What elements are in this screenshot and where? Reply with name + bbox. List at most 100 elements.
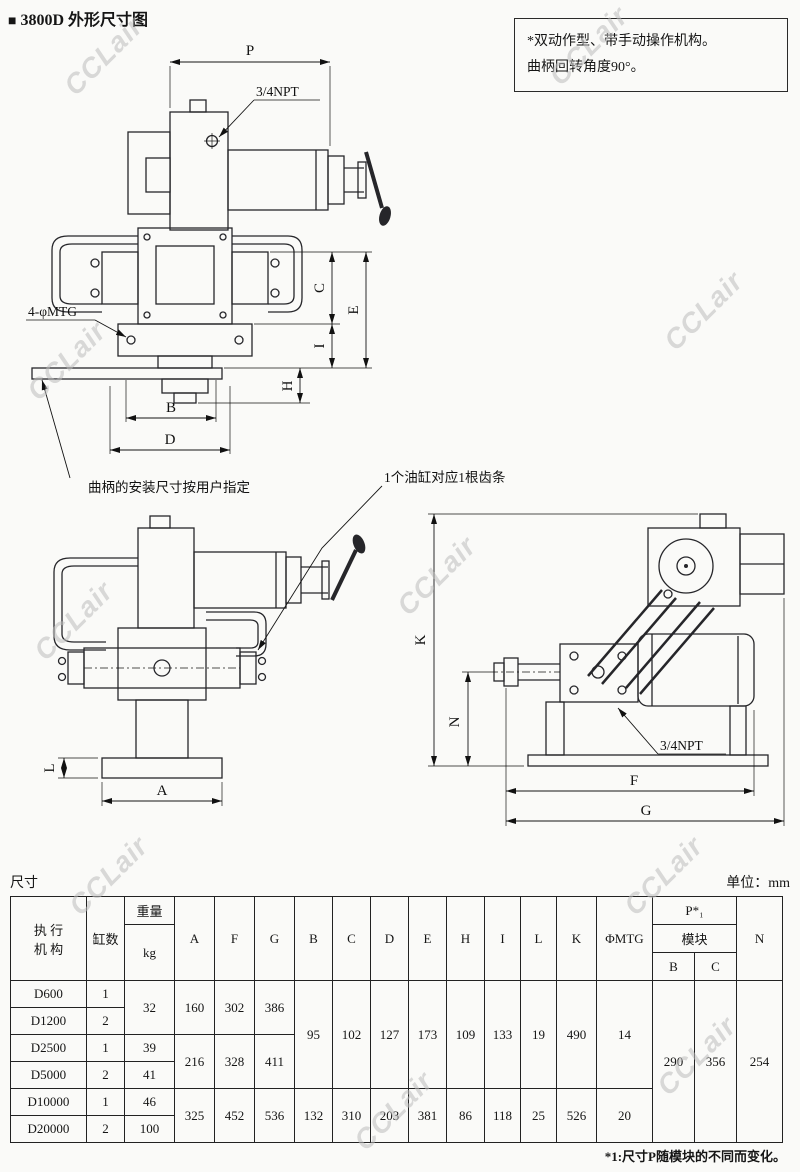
cyl-cell: 1: [86, 980, 125, 1008]
value-cell: 216: [174, 1034, 215, 1089]
unit-label: 单位：mm: [726, 876, 790, 891]
front-view-top-dimensions: P 3/4NPT C I E H B D 4-φMTG 曲柄的安装尺寸按用户指定: [26, 43, 372, 495]
model-cell: D10000: [10, 1088, 87, 1116]
dimension-table-zone: 尺寸 单位：mm 执 行 机 构 缸数 重量 A F G B C: [10, 872, 790, 1165]
cyl-cell: 2: [86, 1061, 125, 1089]
cyl-cell: 2: [86, 1007, 125, 1035]
dim-label-a: A: [157, 783, 168, 799]
table-footnote: *1:尺寸P随模块的不同而变化。: [604, 1149, 786, 1164]
header-actuator: 执 行 机 构: [10, 896, 87, 981]
cyl-cell: 1: [86, 1034, 125, 1062]
value-cell: 302: [214, 980, 255, 1035]
lever-grip: [352, 534, 366, 554]
header-k: K: [556, 896, 597, 981]
dim-label-n: N: [447, 716, 463, 727]
value-cell: 356: [693, 980, 738, 1143]
technical-drawing: P 3/4NPT C I E H B D 4-φMTG 曲柄的安装尺寸按用户指定: [26, 43, 785, 826]
value-cell: 118: [484, 1088, 521, 1143]
mtg-label: 4-φMTG: [28, 304, 77, 319]
header-c: C: [332, 896, 371, 981]
value-cell: 133: [484, 980, 521, 1089]
side-view: [490, 513, 785, 767]
weight-cell: 32: [124, 980, 175, 1035]
mounting-base: [527, 754, 769, 767]
dimension-table: 执 行 机 构 缸数 重量 A F G B C D E H I L K ΦMTG…: [10, 896, 784, 1143]
page-title: ■3800D 外形尺寸图: [8, 6, 148, 30]
header-mtg: ΦMTG: [596, 896, 653, 981]
value-cell: 536: [254, 1088, 295, 1143]
value-cell: 381: [408, 1088, 447, 1143]
value-cell: 86: [446, 1088, 485, 1143]
value-cell: 411: [254, 1034, 295, 1089]
weight-cell: 39: [124, 1034, 175, 1062]
value-cell: 328: [214, 1034, 255, 1089]
base-plate: [101, 757, 223, 779]
dim-label-f: F: [630, 773, 638, 789]
weight-cell: 41: [124, 1061, 175, 1089]
header-row-2: kg 模块: [11, 924, 783, 981]
header-row-1: 执 行 机 构 缸数 重量 A F G B C D E H I L K ΦMTG…: [10, 896, 784, 981]
value-cell: 173: [408, 980, 447, 1089]
header-d: D: [370, 896, 409, 981]
value-cell: 325: [174, 1088, 215, 1143]
value-cell: 203: [370, 1088, 409, 1143]
value-cell: 132: [294, 1088, 333, 1143]
hand-lever: [364, 151, 384, 209]
title-bullet-icon: ■: [8, 14, 17, 29]
header-i: I: [484, 896, 521, 981]
cyl-cell: 1: [86, 1088, 125, 1116]
model-cell: D5000: [10, 1061, 87, 1089]
npt-label-front: 3/4NPT: [256, 84, 300, 99]
front-view-bottom-dimensions: L A 1个油缸对应1根齿条: [42, 469, 506, 806]
value-cell: 290: [652, 980, 695, 1143]
header-p-b: B: [652, 952, 695, 981]
hand-lever: [330, 549, 358, 601]
value-cell: 160: [174, 980, 215, 1035]
dim-label-i: I: [312, 344, 328, 349]
note-box: *双动作型、带手动操作机构。 曲柄回转角度90°。: [514, 18, 788, 92]
header-l: L: [520, 896, 557, 981]
table-row: D10000 1 46 325 452 536 132 310 203 381 …: [10, 1088, 783, 1143]
value-cell: 109: [446, 980, 485, 1089]
table-row: D5000 2 41: [10, 1061, 783, 1089]
mtg-bolt-hole: [126, 335, 136, 345]
header-b: B: [294, 896, 333, 981]
side-view-dimensions: K N 3/4NPT F G: [413, 513, 785, 826]
dim-label-g: G: [641, 803, 652, 819]
pinion-gear: [658, 538, 714, 594]
front-view-bottom: [53, 515, 366, 779]
header-a: A: [174, 896, 215, 981]
header-p-c: C: [693, 952, 738, 981]
table-row: D1200 2: [10, 1007, 783, 1035]
value-cell: 20: [596, 1088, 653, 1143]
dim-label-d: D: [165, 432, 176, 448]
value-cell: 127: [370, 980, 409, 1089]
header-p: P*₁: [651, 896, 738, 925]
header-n: N: [736, 896, 784, 981]
value-cell: 452: [214, 1088, 255, 1143]
crank-plate: [31, 367, 223, 380]
weight-cell: 100: [124, 1115, 175, 1143]
header-cylinders: 缸数: [86, 896, 125, 981]
size-label: 尺寸: [10, 876, 38, 891]
header-g: G: [254, 896, 295, 981]
dim-label-k: K: [413, 634, 429, 645]
value-cell: 490: [556, 980, 597, 1089]
value-cell: 102: [332, 980, 371, 1089]
header-module: 模块: [651, 924, 738, 953]
model-cell: D20000: [10, 1115, 87, 1143]
npt-label-side: 3/4NPT: [660, 738, 704, 753]
rack-note: 1个油缸对应1根齿条: [384, 469, 506, 485]
value-cell: 95: [294, 980, 333, 1089]
cyl-cell: 2: [86, 1115, 125, 1143]
dim-label-p: P: [246, 43, 254, 59]
model-cell: D600: [10, 980, 87, 1008]
table-row: D20000 2 100: [10, 1115, 783, 1143]
header-f: F: [214, 896, 255, 981]
mtg-bolt-hole: [234, 335, 244, 345]
front-view-top: [31, 99, 391, 404]
weight-cell: 46: [124, 1088, 175, 1116]
value-cell: 25: [520, 1088, 557, 1143]
dim-label-e: E: [346, 305, 362, 314]
value-cell: 14: [596, 980, 653, 1089]
